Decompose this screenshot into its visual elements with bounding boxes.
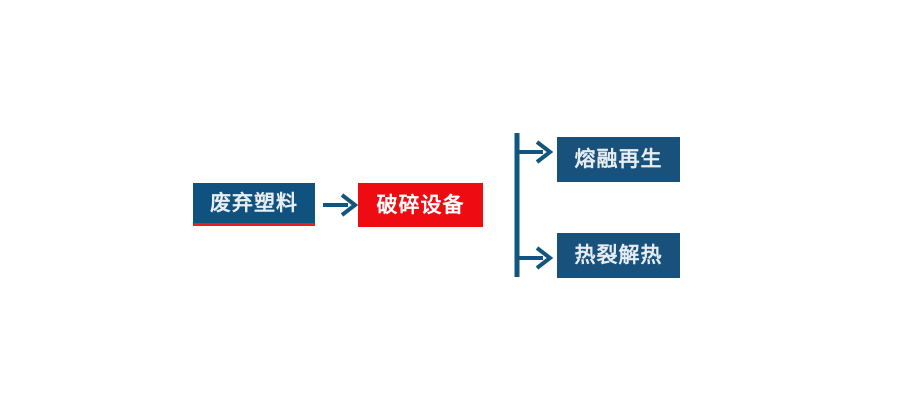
process-node-outcome-pyrolysis-heat[interactable]: 热裂解热 [557,233,680,278]
process-node-waste-plastic[interactable]: 废弃塑料 [193,183,315,226]
branch-split-icon [514,133,554,277]
arrow-right-icon [323,193,359,217]
process-node-outcome-melt-regeneration[interactable]: 熔融再生 [557,137,680,182]
process-node-crushing-equipment-label: 破碎设备 [376,192,465,217]
branch-arrow-lower [517,246,554,270]
process-node-outcome-melt-regeneration-label: 熔融再生 [574,147,663,171]
process-node-outcome-pyrolysis-heat-label: 热裂解热 [574,243,663,267]
branch-arrow-upper [517,140,554,164]
process-node-crushing-equipment[interactable]: 破碎设备 [358,183,483,227]
process-node-waste-plastic-label: 废弃塑料 [210,190,298,215]
